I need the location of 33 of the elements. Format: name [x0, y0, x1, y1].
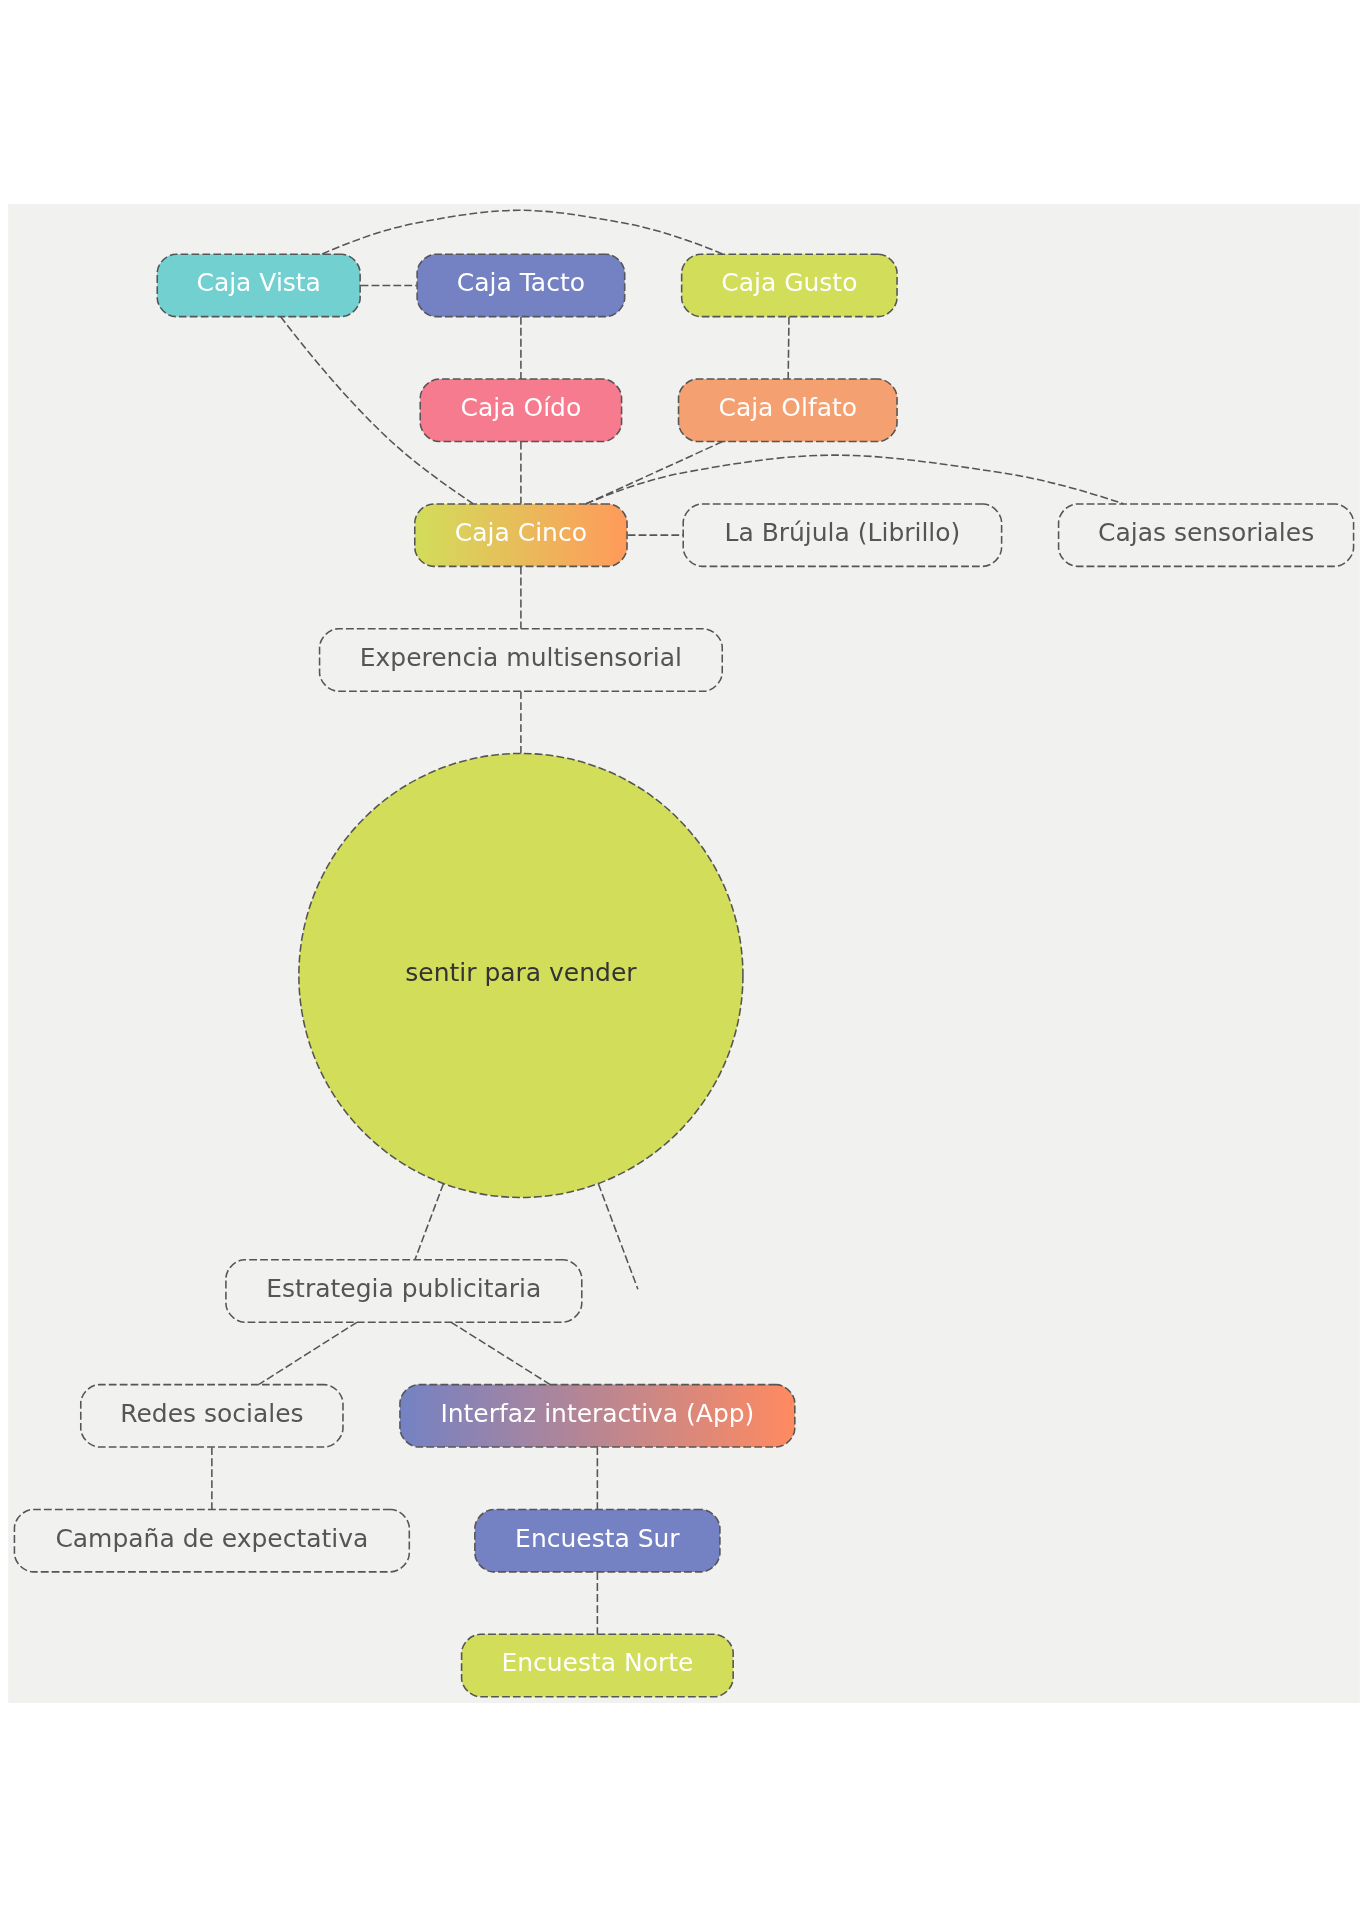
node-box: Campaña de expectativa	[13, 1508, 411, 1573]
connector	[520, 690, 522, 754]
connector	[596, 1571, 599, 1635]
node-box: Caja Olfato	[677, 377, 898, 442]
connector	[258, 1321, 358, 1385]
node-box: La Brújula (Librillo)	[682, 502, 1003, 567]
connector	[359, 284, 418, 286]
connector	[520, 315, 522, 380]
node-box: Caja Tacto	[416, 252, 626, 317]
connector	[585, 453, 1125, 505]
node-box: Encuesta Sur	[474, 1508, 721, 1573]
connector	[450, 1321, 551, 1385]
node-box: Caja Vista	[156, 252, 361, 317]
connector	[520, 565, 522, 629]
connector	[787, 315, 790, 380]
connector	[414, 1182, 445, 1260]
node-box: Cajas sensoriales	[1057, 502, 1355, 567]
node-circle: sentir para vender	[298, 752, 744, 1198]
node-box: Experencia multisensorial	[318, 627, 723, 692]
node-box: Redes sociales	[80, 1383, 344, 1448]
connector	[597, 1182, 639, 1290]
connector	[211, 1446, 213, 1510]
connector	[321, 209, 724, 255]
connector	[596, 1446, 599, 1510]
connector	[520, 440, 522, 505]
node-box: Caja Oído	[419, 377, 623, 442]
connector	[626, 533, 684, 536]
node-box: Estrategia publicitaria	[225, 1258, 583, 1323]
node-box: Interfaz interactiva (App)	[399, 1383, 796, 1448]
node-box: Encuesta Norte	[460, 1633, 734, 1698]
node-box: Caja Cinco	[414, 502, 628, 567]
connector	[279, 315, 475, 505]
node-box: Caja Gusto	[680, 252, 898, 317]
